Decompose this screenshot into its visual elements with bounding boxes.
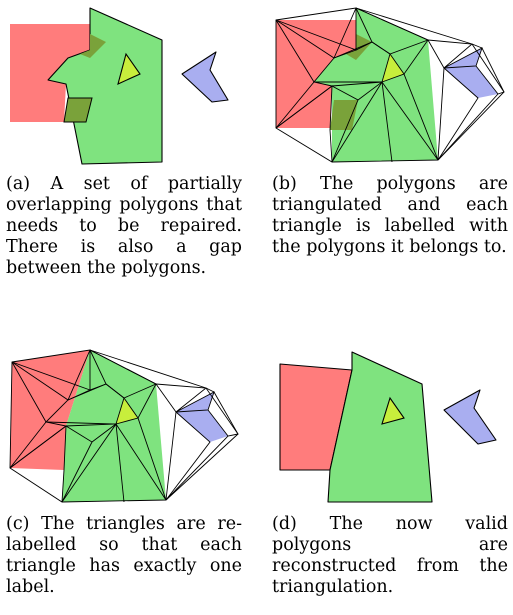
panel-a-svg: [10, 7, 229, 165]
triangulation-edges: [275, 7, 505, 163]
panel-c-figure: [6, 344, 248, 506]
red-polygon: [276, 20, 356, 128]
panel-a-figure: [6, 4, 248, 166]
yellow-triangle: [116, 398, 138, 424]
yellow-triangle: [382, 54, 404, 82]
caption-text: The triangles are re-labelled so that ea…: [6, 514, 242, 597]
caption-c: (c) The triangles are re-labelled so tha…: [6, 514, 242, 598]
blue-polygon: [181, 51, 229, 103]
panel-b-svg: [275, 7, 505, 163]
overlap-region-top: [80, 34, 106, 58]
caption-label: (d): [272, 514, 297, 534]
panel-d-figure: [272, 344, 512, 506]
green-polygon: [47, 7, 163, 165]
overlap-region-bottom: [63, 97, 93, 123]
caption-label: (b): [272, 174, 297, 194]
green-polygon: [327, 351, 433, 503]
caption-a: (a) A set of partially overlapping polyg…: [6, 174, 242, 279]
panel-d-svg: [279, 351, 497, 503]
triangulation-edges: [9, 349, 239, 503]
yellow-triangle: [381, 396, 405, 425]
red-polygon: [10, 24, 90, 122]
caption-text: A set of partially overlapping polygons …: [6, 174, 242, 278]
caption-b: (b) The polygons are triangulated and ea…: [272, 174, 508, 258]
red-polygon: [10, 350, 90, 470]
caption-label: (a): [6, 174, 31, 194]
yellow-triangle: [117, 52, 141, 85]
caption-label: (c): [6, 514, 30, 534]
blue-polygon: [444, 48, 498, 98]
blue-polygon: [176, 392, 228, 442]
caption-d: (d) The now valid polygons are reconstru…: [272, 514, 508, 598]
caption-text: The polygons are triangulated and each t…: [272, 174, 508, 257]
panel-c-svg: [9, 349, 239, 503]
panel-b-figure: [272, 4, 512, 166]
caption-text: The now valid polygons are reconstructed…: [272, 514, 508, 597]
overlap-region-bottom: [330, 100, 358, 130]
blue-polygon: [443, 389, 497, 445]
